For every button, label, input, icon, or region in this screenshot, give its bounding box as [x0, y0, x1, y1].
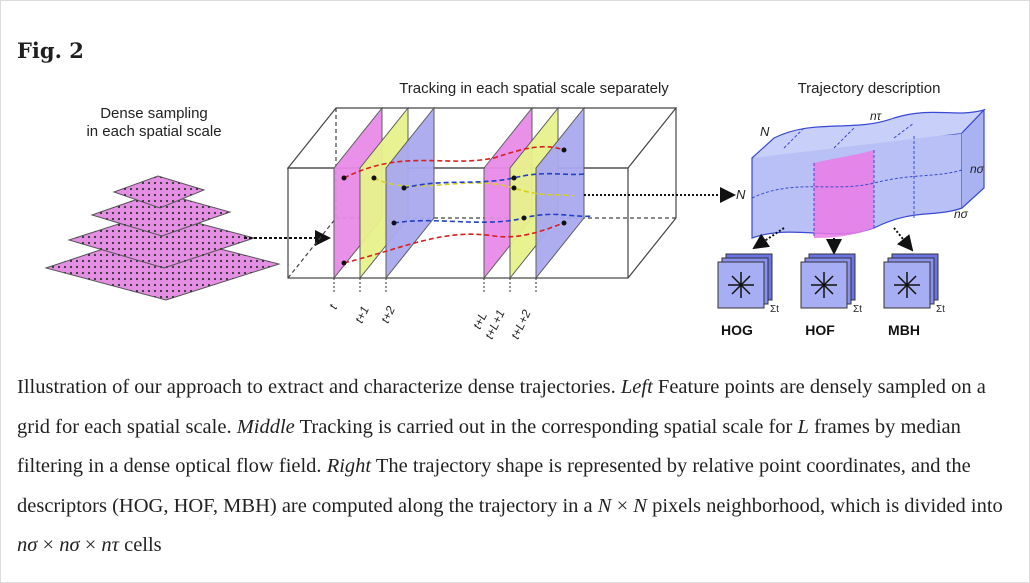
- sum-symbol-mbh: Σt: [936, 304, 945, 315]
- frame-label-tL: t+L: [470, 310, 490, 331]
- grid-label-n-tau: nτ: [870, 109, 883, 123]
- star-icon: [728, 272, 754, 298]
- left-panel-title-line2: in each spatial scale: [86, 123, 221, 140]
- sum-symbol-hof: Σt: [853, 304, 862, 315]
- descriptor-hof: Σt HOF: [800, 253, 862, 338]
- frame-label-tL2: t+L+2: [508, 307, 534, 341]
- grid-label-N-top: N: [760, 124, 770, 139]
- grid-label-n-sigma-1: nσ: [970, 162, 985, 176]
- frame-ticks: [333, 278, 537, 293]
- dense-sampling-pyramid: [44, 175, 281, 301]
- grid-label-n-sigma-2: nσ: [954, 207, 969, 221]
- middle-panel-title: Tracking in each spatial scale separatel…: [399, 80, 669, 97]
- frame-label-t1: t+1: [352, 304, 372, 325]
- caption-right-label: Right: [326, 455, 372, 477]
- descriptor-label-hog: HOG: [721, 322, 753, 338]
- figure-illustration: Dense sampling in each spatial scale Tra…: [44, 78, 988, 346]
- grid-label-N-side: N: [736, 187, 746, 202]
- figure-svg: Dense sampling in each spatial scale Tra…: [44, 80, 986, 342]
- descriptor-label-hof: HOF: [805, 322, 835, 338]
- star-icon: [894, 272, 920, 298]
- descriptor-mbh: Σt MBH: [883, 253, 945, 338]
- trajectory-points: [341, 147, 567, 266]
- figure-caption: Illustration of our approach to extract …: [17, 376, 1003, 556]
- sum-symbol-hog: Σt: [770, 304, 779, 315]
- frame-slices: [333, 106, 585, 280]
- left-panel-title-line1: Dense sampling: [100, 105, 208, 122]
- star-icon: [811, 272, 837, 298]
- descriptor-label-mbh: MBH: [888, 322, 920, 338]
- caption-left-label: Left: [620, 376, 653, 398]
- descriptor-hog: Σt HOG: [717, 253, 779, 338]
- descriptor-arrows: [752, 227, 914, 255]
- caption-middle-label: Middle: [236, 415, 295, 438]
- frame-labels: t t+1 t+2 t+L t+L+1 t+L+2: [326, 302, 534, 342]
- right-panel-title: Trajectory description: [798, 80, 941, 97]
- figure-label: Fig. 2: [17, 38, 84, 63]
- descriptor-grid: [751, 108, 986, 239]
- frame-label-t: t: [326, 302, 340, 312]
- frame-label-t2: t+2: [378, 304, 398, 326]
